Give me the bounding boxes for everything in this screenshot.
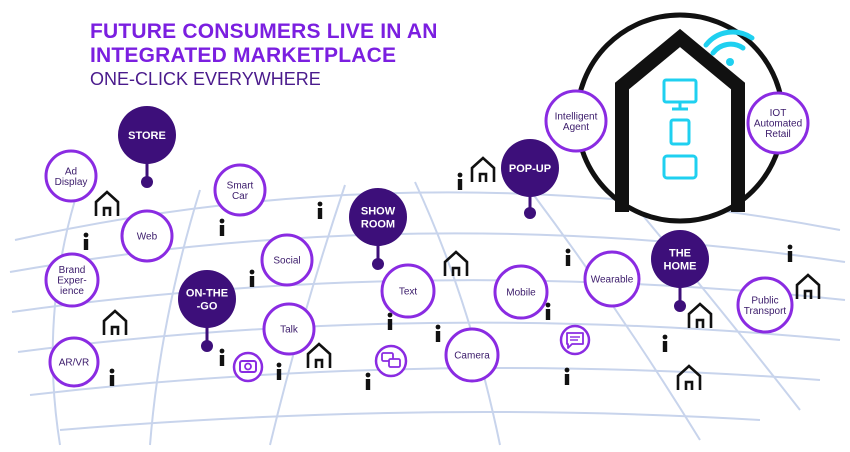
- bubble-label: Talk: [280, 325, 299, 336]
- grid-spoke: [149, 189, 201, 446]
- bubble-label: Retail: [765, 129, 791, 140]
- person-icon: [545, 302, 551, 320]
- channel-bubble[interactable]: Text: [380, 263, 436, 319]
- bubble-label: ience: [60, 286, 84, 297]
- bubble-label: Mobile: [506, 288, 536, 299]
- bubble-label: Display: [55, 177, 88, 188]
- pin-label: ROOM: [361, 219, 395, 231]
- person-icon: [83, 232, 89, 250]
- grid-spoke: [51, 199, 76, 446]
- person-icon: [365, 372, 371, 390]
- icon-layer: [83, 156, 821, 390]
- channel-bubble[interactable]: Mobile: [493, 264, 549, 320]
- location-pin[interactable]: POP-UP: [501, 139, 559, 219]
- channel-bubble[interactable]: Talk: [262, 302, 316, 356]
- house-icon: [443, 250, 469, 276]
- message-icon[interactable]: [559, 324, 591, 356]
- monitor-icon: [662, 78, 698, 111]
- chat-icon[interactable]: [374, 344, 408, 378]
- person-icon: [457, 172, 463, 190]
- location-pin[interactable]: STORE: [118, 106, 176, 188]
- person-icon: [317, 201, 323, 219]
- pin-label: ON-THE: [186, 288, 228, 300]
- person-icon: [787, 244, 793, 262]
- wifi-icon: [703, 29, 755, 66]
- title-line-2: INTEGRATED MARKETPLACE: [90, 44, 397, 67]
- location-pin[interactable]: ON-THE-GO: [178, 270, 236, 352]
- house-icon: [470, 156, 496, 182]
- bubble-label: Intelligent: [555, 111, 598, 122]
- grid-spoke: [629, 199, 801, 411]
- channel-bubble[interactable]: Web: [120, 209, 174, 263]
- pin-label: THE: [669, 248, 691, 260]
- grid-arc: [59, 411, 761, 431]
- house-icon: [102, 309, 128, 335]
- channel-bubble[interactable]: Wearable: [583, 250, 641, 308]
- house-icon: [795, 273, 821, 299]
- grid-spoke: [414, 181, 501, 446]
- person-icon: [662, 334, 668, 352]
- bubble-label: Car: [232, 191, 249, 202]
- bubble-label: Wearable: [591, 275, 634, 286]
- bubble-label: AR/VR: [59, 358, 90, 369]
- channel-bubble[interactable]: Camera: [444, 327, 500, 383]
- bubble-label: Public: [751, 295, 778, 306]
- house-icon: [687, 302, 713, 328]
- channel-bubble[interactable]: AR/VR: [48, 336, 100, 388]
- person-icon: [219, 348, 225, 366]
- pin-label: -GO: [197, 301, 218, 313]
- bubble-label: Text: [399, 287, 418, 298]
- pin-label: STORE: [128, 130, 166, 142]
- bubble-label: Smart: [227, 180, 254, 191]
- bubble-label: Camera: [454, 351, 490, 362]
- bubble-label: Ad: [65, 166, 77, 177]
- person-icon: [565, 248, 571, 266]
- bubble-label: Brand: [59, 265, 86, 276]
- house-icon: [676, 364, 702, 390]
- pin-label: POP-UP: [509, 163, 551, 175]
- grid-spoke: [529, 189, 701, 441]
- person-icon: [249, 269, 255, 287]
- smart-home: [574, 12, 786, 224]
- bubble-label: Exper-: [57, 276, 86, 287]
- bubble-label: IOT: [770, 108, 787, 119]
- bubble-label: Social: [273, 256, 300, 267]
- grid-arc: [17, 321, 841, 353]
- grid-arc: [29, 367, 821, 396]
- person-icon: [109, 368, 115, 386]
- person-icon: [564, 367, 570, 385]
- bubble-label: Automated: [754, 119, 802, 130]
- person-icon: [219, 218, 225, 236]
- pin-label: SHOW: [361, 206, 396, 218]
- bubble-label: Web: [137, 232, 158, 243]
- title-line-1: FUTURE CONSUMERS LIVE IN AN: [90, 20, 438, 43]
- channel-bubble[interactable]: Social: [260, 233, 314, 287]
- bubble-label: Transport: [744, 306, 787, 317]
- pin-label: HOME: [664, 261, 697, 273]
- person-icon: [387, 312, 393, 330]
- camera-icon[interactable]: [232, 351, 264, 383]
- person-icon: [276, 362, 282, 380]
- phone-icon: [669, 118, 691, 146]
- house-icon: [306, 342, 332, 368]
- house-outline: [615, 28, 745, 212]
- bubble-label: Agent: [563, 122, 589, 133]
- person-icon: [435, 324, 441, 342]
- subtitle: ONE-CLICK EVERYWHERE: [90, 69, 321, 89]
- tablet-icon: [662, 154, 698, 180]
- house-icon: [94, 190, 120, 216]
